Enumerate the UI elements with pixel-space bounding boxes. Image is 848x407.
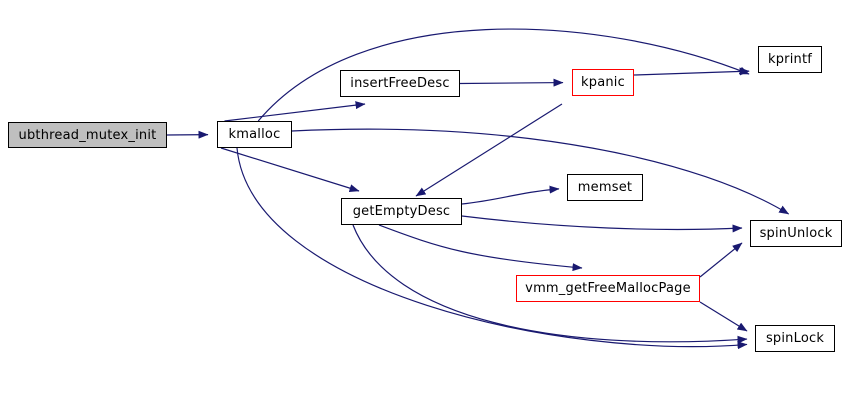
edge-getEmptyDesc-to-memset — [461, 185, 560, 205]
edge-getEmptyDesc-to-spinLock — [352, 224, 748, 344]
graph-node-kmalloc[interactable]: kmalloc — [217, 121, 292, 148]
edge-kmalloc-to-kprintf — [257, 28, 750, 122]
graph-node-getEmptyDesc[interactable]: getEmptyDesc — [341, 198, 462, 225]
graph-node-ubthread_mutex_init[interactable]: ubthread_mutex_init — [8, 122, 167, 148]
graph-node-memset[interactable]: memset — [567, 174, 643, 201]
node-label: insertFreeDesc — [350, 76, 450, 91]
edge-kpanic-to-kprintf — [633, 67, 750, 76]
edge-kmalloc-to-insertFreeDesc — [224, 101, 366, 122]
edge-kmalloc-to-getEmptyDesc — [220, 147, 360, 192]
edge-getEmptyDesc-to-kpanic — [415, 103, 563, 197]
edge-getEmptyDesc-to-spinUnlock — [461, 215, 743, 233]
graph-node-spinLock[interactable]: spinLock — [755, 325, 835, 352]
graph-node-spinUnlock[interactable]: spinUnlock — [750, 220, 842, 247]
node-label: memset — [577, 180, 633, 195]
edge-kmalloc-to-spinUnlock — [291, 128, 790, 215]
node-label: kpanic — [581, 75, 625, 90]
node-label: spinUnlock — [759, 226, 833, 241]
edge-vmm_getFreeMallocPage-to-spinLock — [699, 301, 748, 332]
edge-vmm_getFreeMallocPage-to-spinUnlock — [699, 242, 743, 278]
edge-getEmptyDesc-to-vmm_getFreeMallocPage — [378, 224, 583, 272]
node-label: vmm_getFreeMallocPage — [525, 281, 691, 296]
graph-node-insertFreeDesc[interactable]: insertFreeDesc — [340, 70, 460, 97]
edge-insertFreeDesc-to-kpanic — [459, 78, 564, 87]
edge-kmalloc-to-spinLock — [236, 147, 748, 350]
node-label: ubthread_mutex_init — [18, 127, 157, 143]
graph-node-kpanic[interactable]: kpanic — [572, 69, 634, 96]
graph-node-vmm_getFreeMallocPage[interactable]: vmm_getFreeMallocPage — [516, 275, 700, 302]
node-label: spinLock — [765, 331, 825, 346]
node-label: getEmptyDesc — [352, 204, 451, 219]
node-label: kprintf — [767, 52, 813, 67]
graph-node-kprintf[interactable]: kprintf — [758, 46, 822, 73]
node-label: kmalloc — [228, 127, 281, 142]
